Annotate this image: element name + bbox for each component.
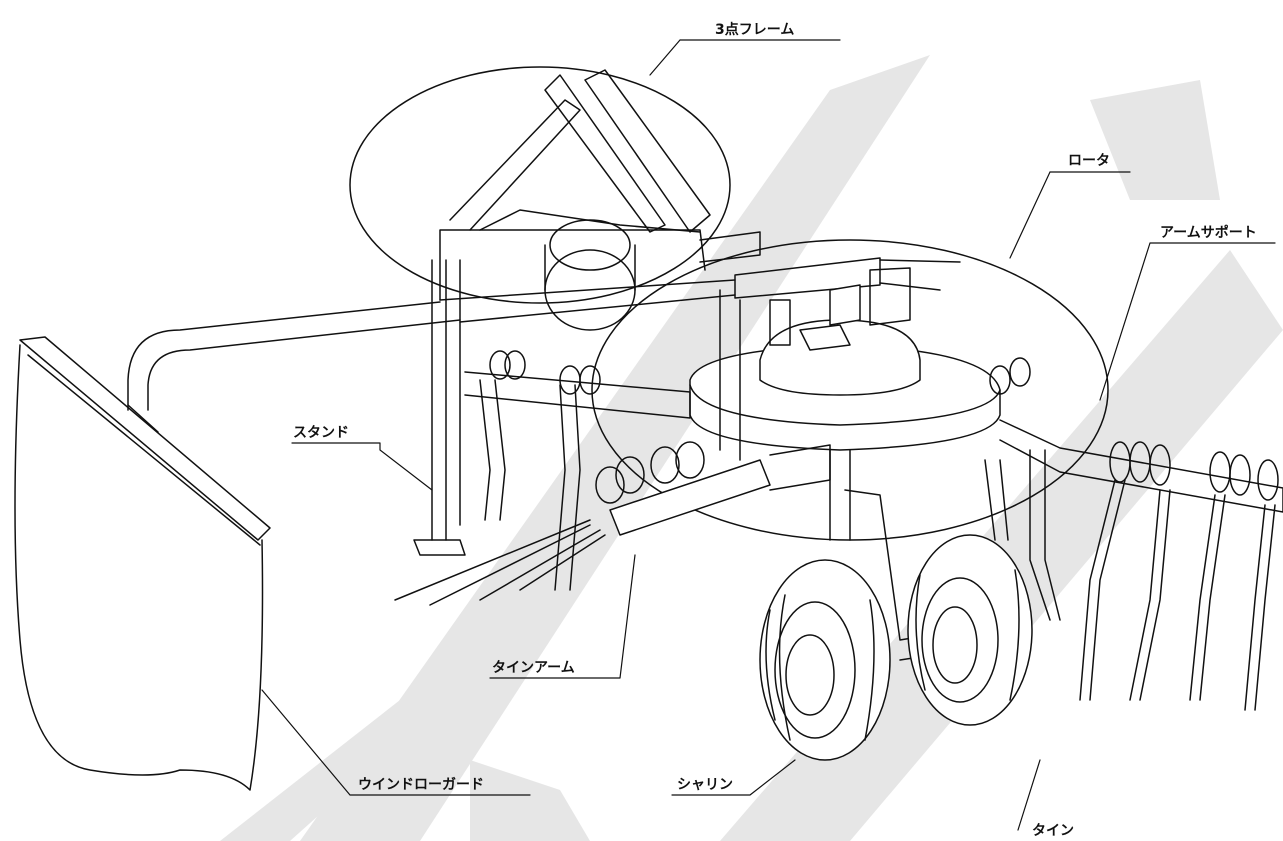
tine-arm-bar: [464, 371, 1283, 536]
label-windrow-guard: ウインドローガード: [358, 777, 484, 793]
label-tine: タイン: [1032, 823, 1074, 839]
label-stand: スタンド: [293, 425, 349, 441]
stand: [413, 259, 466, 556]
watermark-band-3: [1090, 80, 1220, 200]
label-tine-arm: タインアーム: [492, 660, 575, 676]
wheel-left: [759, 559, 891, 761]
leader-lines: [261, 39, 1276, 831]
label-rotor: ロータ: [1068, 153, 1110, 169]
wheel-right: [907, 534, 1033, 726]
coil-springs: [489, 350, 1279, 504]
guard-support-arm: [127, 279, 736, 411]
frame-circle: [349, 66, 731, 304]
label-wheel: シャリン: [677, 777, 733, 793]
tines: [394, 379, 1276, 711]
watermark-band-5: [470, 760, 590, 841]
windrow-guard: [14, 336, 271, 791]
label-arm-support: アームサポート: [1160, 224, 1257, 241]
watermark-band-4: [220, 680, 470, 841]
watermark-band-1: [300, 55, 930, 841]
label-three-point-frame: 3点フレーム: [715, 21, 794, 38]
rotor-housing: [689, 267, 1001, 461]
wheels: [759, 534, 1033, 761]
